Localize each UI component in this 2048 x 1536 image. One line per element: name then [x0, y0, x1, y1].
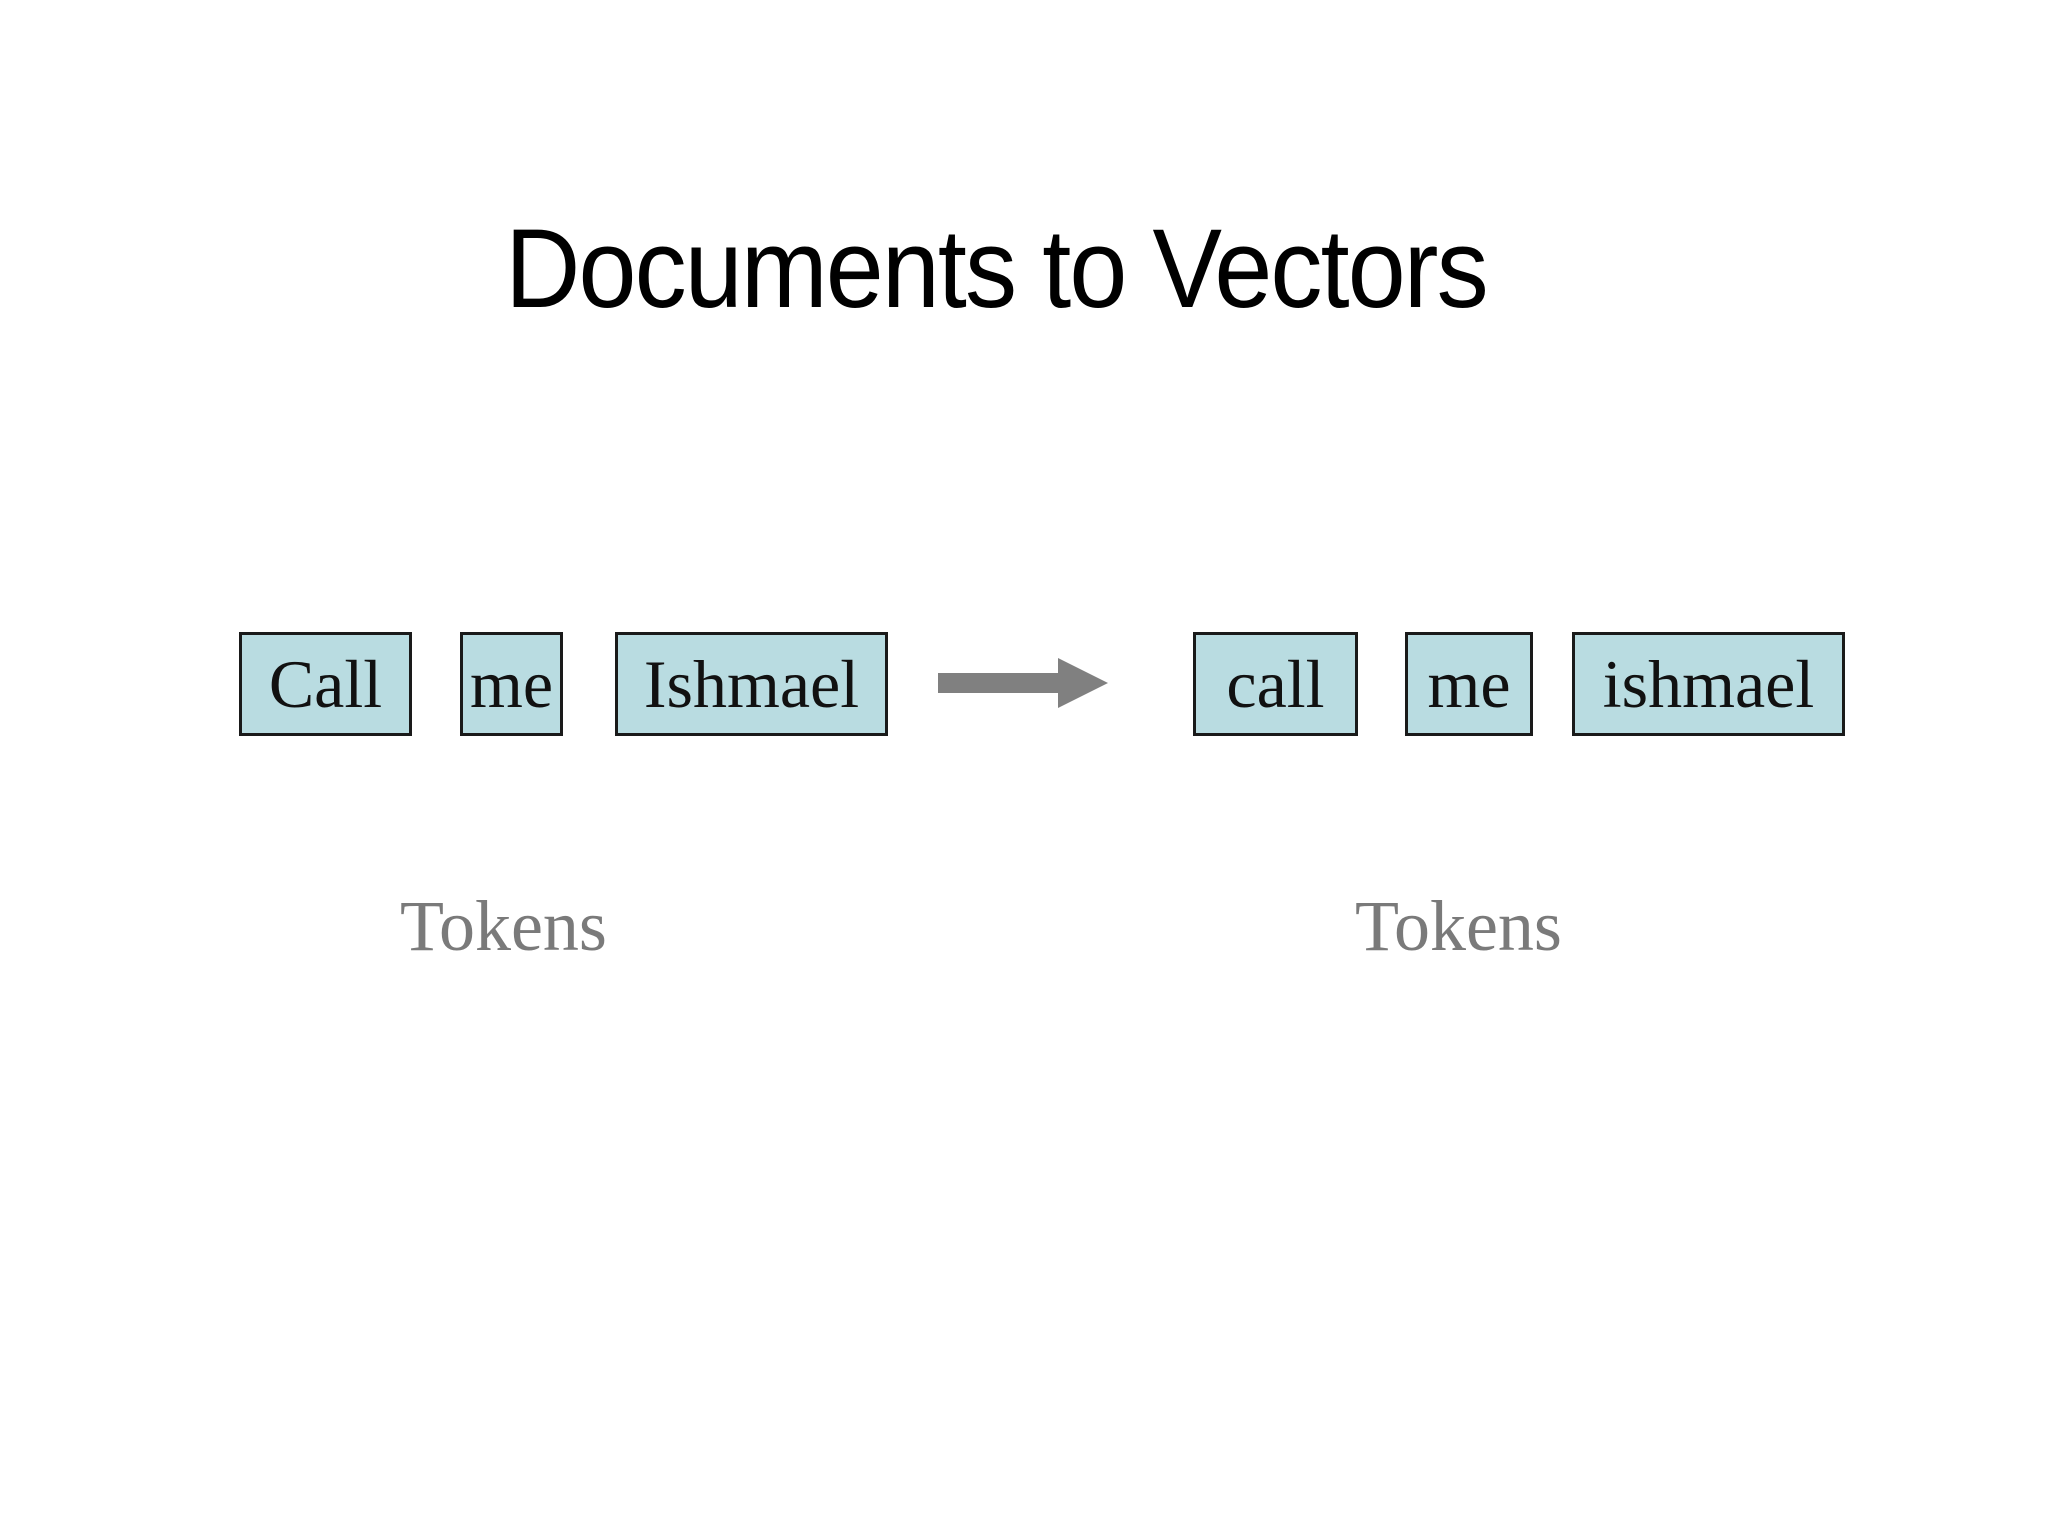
arrow-shaft [938, 673, 1060, 693]
token-box-me-right: me [1405, 632, 1533, 736]
token-box-call-lowercase: call [1193, 632, 1358, 736]
token-box-call: Call [239, 632, 412, 736]
tokens-caption-left: Tokens [400, 886, 607, 966]
token-box-me-left: me [460, 632, 563, 736]
slide-title: Documents to Vectors [505, 206, 1489, 331]
arrow-head [1058, 658, 1108, 708]
tokens-caption-right: Tokens [1355, 886, 1562, 966]
token-box-ishmael-lowercase: ishmael [1572, 632, 1845, 736]
right-arrow-icon [938, 658, 1108, 708]
token-box-ishmael: Ishmael [615, 632, 888, 736]
